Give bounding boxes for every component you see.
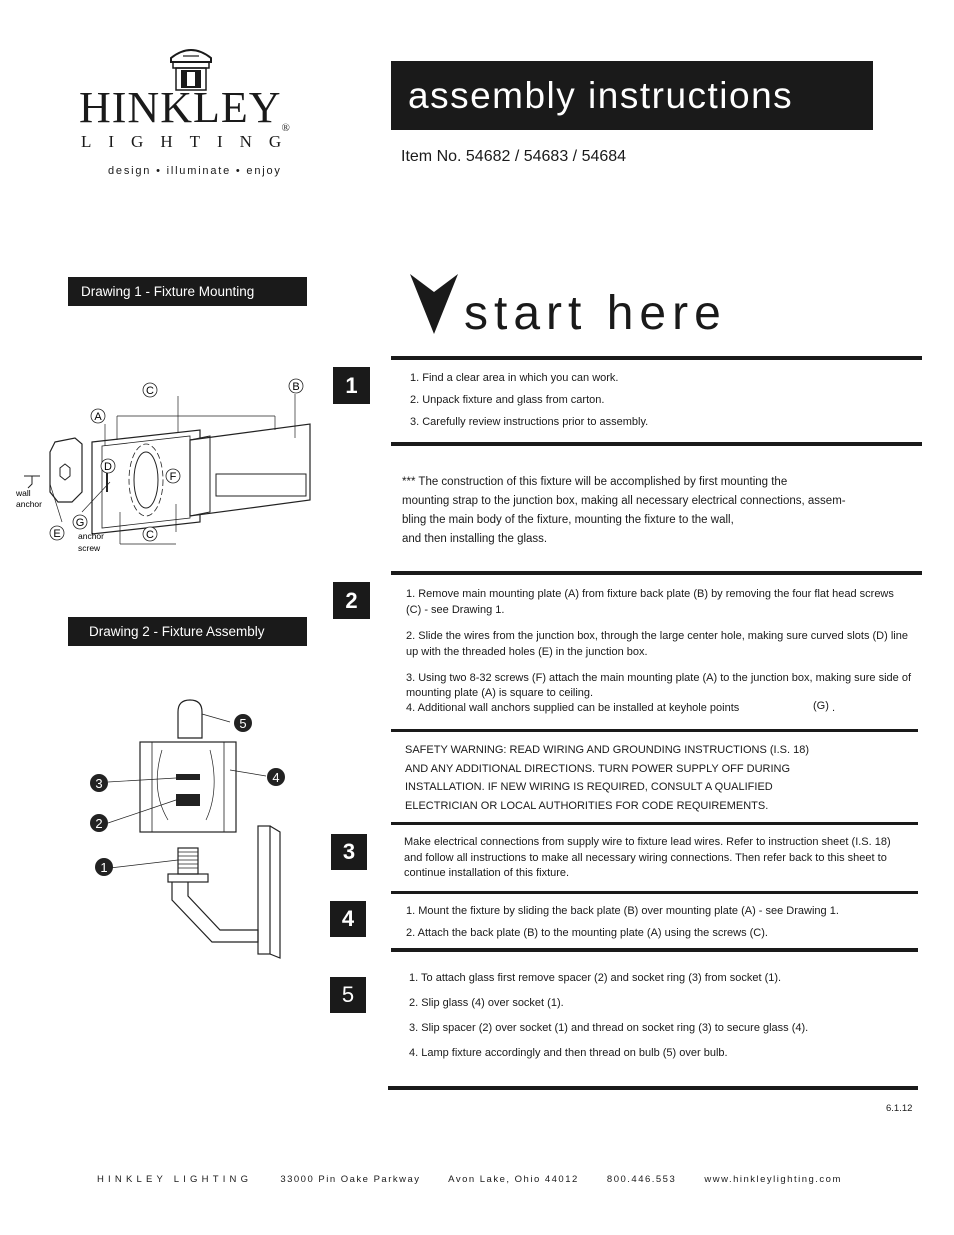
callout-2: 2	[95, 816, 102, 831]
step-5-line-1: 1. To attach glass first remove spacer (…	[409, 972, 782, 984]
step-1-text: 1. Find a clear area in which you can wo…	[410, 371, 648, 431]
callout-e: E	[53, 528, 60, 540]
safety-line-3: INSTALLATION. IF NEW WIRING IS REQUIRED,…	[405, 781, 773, 793]
step-4-line-2: 2. Attach the back plate (B) to the moun…	[406, 927, 768, 939]
construction-note-line-3: bling the main body of the fixture, moun…	[402, 514, 734, 526]
anchor-screw-label-2: screw	[78, 543, 101, 553]
callout-d: D	[104, 461, 112, 473]
brand-name-text: HINKLEY	[79, 83, 282, 132]
rule-safety-top	[391, 729, 918, 732]
brand-tagline: design • illuminate • enjoy	[108, 165, 282, 177]
callout-a: A	[94, 411, 102, 423]
footer-phone: 800.446.553	[606, 1174, 677, 1185]
step-2-number: 2	[333, 582, 370, 619]
step-1-number: 1	[333, 367, 370, 404]
step-3-number: 3	[331, 834, 367, 870]
construction-note-line-4: and then installing the glass.	[402, 533, 548, 545]
step-5-line-4: 4. Lamp fixture accordingly and then thr…	[409, 1047, 728, 1059]
step-5-line-2: 2. Slip glass (4) over socket (1).	[409, 997, 564, 1009]
footer-website[interactable]: www.hinkleylighting.com	[704, 1174, 842, 1185]
start-arrow-icon	[410, 274, 458, 334]
step-2-keyhole-ref: (G)	[813, 700, 829, 712]
wall-anchor-label-1: wall	[15, 488, 31, 498]
rule-step-5-bottom	[388, 1086, 918, 1090]
step-2-line-1: 1. Remove main mounting plate (A) from f…	[406, 588, 894, 616]
step-5-number: 5	[330, 977, 366, 1013]
step-2-line-4-text: 4. Additional wall anchors supplied can …	[406, 702, 740, 714]
brand-sub: LIGHTING	[81, 132, 299, 151]
version-number: 6.1.12	[886, 1103, 913, 1114]
step-2-text: 1. Remove main mounting plate (A) from f…	[406, 587, 912, 701]
safety-line-1: SAFETY WARNING: READ WIRING AND GROUNDIN…	[405, 744, 809, 756]
construction-note-line-1: *** The construction of this fixture wil…	[402, 476, 788, 488]
drawing-2-label: Drawing 2 - Fixture Assembly	[68, 617, 307, 646]
rule-step-3-top	[391, 822, 918, 825]
callout-c-bottom: C	[146, 529, 154, 541]
rule-step-1-top	[391, 356, 922, 360]
safety-line-4: ELECTRICIAN OR LOCAL AUTHORITIES FOR COD…	[405, 799, 769, 812]
document-title: assembly instructions	[391, 61, 873, 130]
callout-4: 4	[272, 770, 279, 785]
brand-logo: HINKLEY® LIGHTING design • illuminate • …	[75, 44, 307, 184]
callout-f: F	[170, 471, 177, 483]
step-3-line-1: Make electrical connections from supply …	[404, 836, 891, 879]
footer: HINKLEY LIGHTING 33000 Pin Oake Parkway …	[97, 1174, 866, 1185]
step-3-text: Make electrical connections from supply …	[404, 835, 912, 882]
footer-city: Avon Lake, Ohio 44012	[448, 1174, 579, 1185]
rule-step-4-top	[391, 891, 918, 894]
callout-g: G	[76, 517, 85, 529]
step-5-text: 1. To attach glass first remove spacer (…	[409, 971, 808, 1062]
callout-1: 1	[100, 860, 107, 875]
step-4-text: 1. Mount the fixture by sliding the back…	[406, 904, 839, 942]
anchor-screw-label-1: anchor	[78, 531, 104, 541]
rule-step-4-bottom	[391, 948, 918, 952]
step-4-number: 4	[330, 901, 366, 937]
lantern-logo-icon	[170, 49, 212, 91]
step-2-line-4: 4. Additional wall anchors supplied can …	[406, 700, 912, 717]
step-5-line-3: 3. Slip spacer (2) over socket (1) and t…	[409, 1022, 809, 1034]
brand-name: HINKLEY®	[79, 83, 291, 135]
step-2-line-2: 2. Slide the wires from the junction box…	[406, 630, 908, 658]
rule-step-2-top	[391, 571, 922, 575]
construction-note-line-2: mounting strap to the junction box, maki…	[402, 495, 846, 507]
safety-warning: SAFETY WARNING: READ WIRING AND GROUNDIN…	[405, 741, 809, 815]
rule-step-1-bottom	[391, 442, 922, 446]
callout-b: B	[292, 381, 299, 393]
callout-3: 3	[95, 776, 102, 791]
drawing-1-label: Drawing 1 - Fixture Mounting	[68, 277, 307, 306]
safety-line-2: AND ANY ADDITIONAL DIRECTIONS. TURN POWE…	[405, 762, 791, 775]
step-1-line-2: 2. Unpack fixture and glass from carton.	[410, 394, 605, 406]
callout-5: 5	[239, 716, 246, 731]
step-2-line-3: 3. Using two 8-32 screws (F) attach the …	[406, 672, 912, 699]
step-4-line-1: 1. Mount the fixture by sliding the back…	[406, 905, 839, 917]
footer-company: HINKLEY LIGHTING	[97, 1174, 253, 1185]
wall-anchor-label-2: anchor	[16, 499, 42, 509]
start-here-heading: start here	[464, 287, 727, 340]
drawing-2-fixture-assembly: 5 4 3 2 1	[90, 699, 285, 959]
callout-c-top: C	[146, 385, 154, 397]
footer-address: 33000 Pin Oake Parkway	[280, 1174, 421, 1185]
registered-mark: ®	[281, 122, 291, 134]
step-1-line-1: 1. Find a clear area in which you can wo…	[410, 372, 619, 384]
item-number: Item No. 54682 / 54683 / 54684	[401, 148, 627, 165]
step-1-line-3: 3. Carefully review instructions prior t…	[410, 416, 649, 428]
step-2-period: .	[832, 702, 836, 714]
drawing-1-fixture-mounting: C B A D F G E C wall anchor anchor screw	[15, 378, 311, 553]
construction-note: *** The construction of this fixture wil…	[402, 473, 846, 549]
